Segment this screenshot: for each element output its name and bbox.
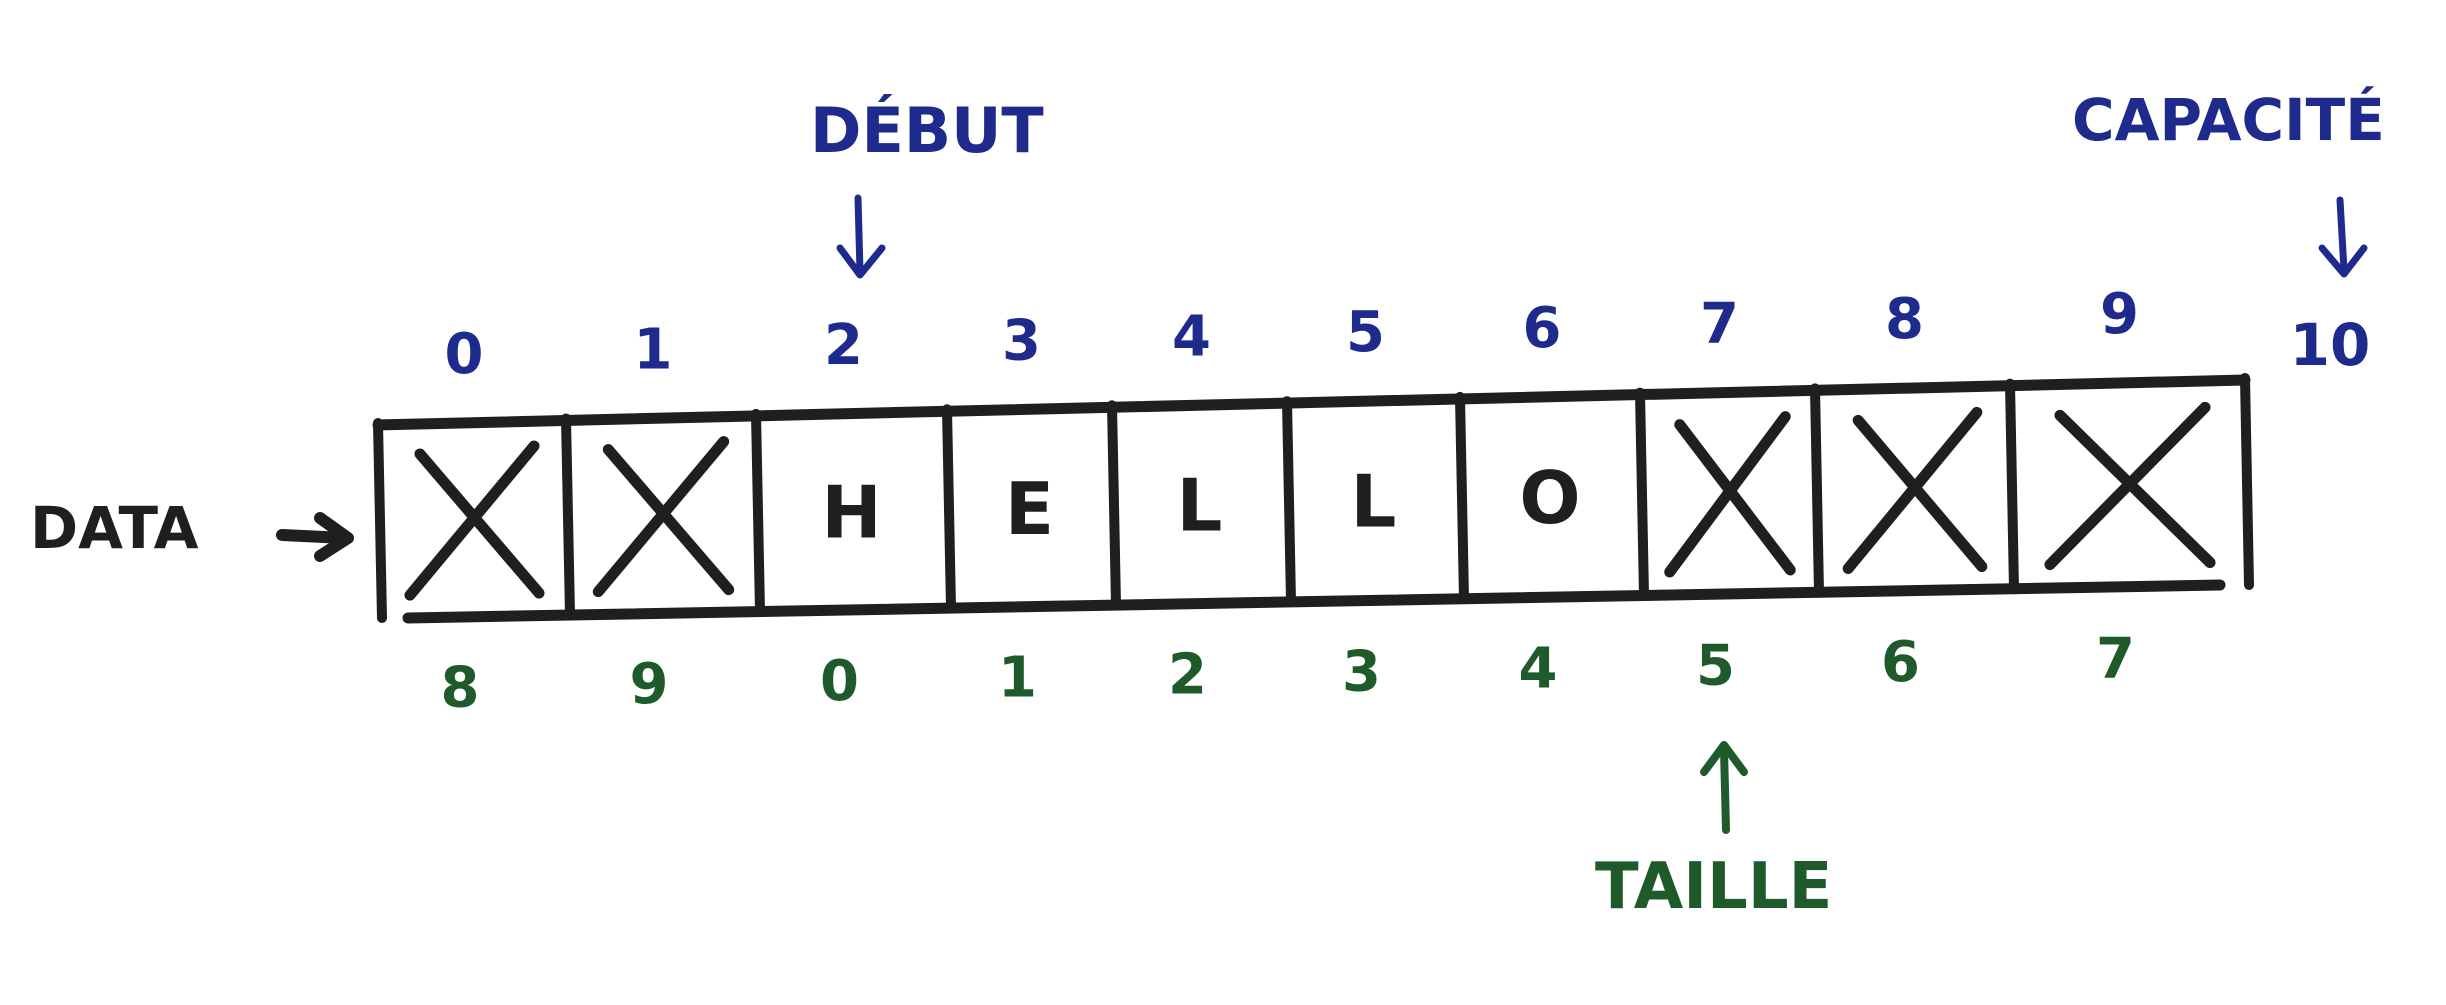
top-index-label: 0 bbox=[445, 322, 484, 387]
bottom-index-label: 8 bbox=[441, 656, 480, 721]
cell-character: H bbox=[821, 471, 881, 555]
empty-cell-cross-icon bbox=[1664, 411, 1796, 578]
debut-label: DÉBUT bbox=[810, 94, 1044, 167]
cell-character: O bbox=[1519, 456, 1580, 540]
bottom-index-label: 3 bbox=[1342, 640, 1381, 705]
cell-divider bbox=[2240, 373, 2254, 590]
cell-divider bbox=[373, 418, 387, 623]
array-bottom-edge bbox=[402, 579, 2226, 624]
top-index-label: 7 bbox=[1700, 292, 1739, 357]
taille-arrow-icon bbox=[1700, 741, 1748, 834]
bottom-index-label: 2 bbox=[1168, 643, 1207, 708]
top-index-label: 9 bbox=[2100, 282, 2139, 347]
cell-character: E bbox=[1005, 467, 1054, 551]
cell-divider bbox=[942, 404, 956, 613]
cell-character: L bbox=[1351, 460, 1397, 544]
data-label: DATA bbox=[30, 494, 199, 562]
taille-label: TAILLE bbox=[1595, 850, 1832, 924]
bottom-index-label: 7 bbox=[2096, 626, 2135, 691]
bottom-index-label: 6 bbox=[1881, 630, 1920, 695]
empty-cell-cross-icon bbox=[1842, 406, 1988, 575]
empty-cell-cross-icon bbox=[404, 440, 545, 601]
cell-divider bbox=[1635, 387, 1649, 601]
capacite-label: CAPACITÉ bbox=[2072, 85, 2385, 154]
debut-arrow-icon bbox=[836, 194, 886, 279]
cell-divider bbox=[751, 408, 765, 617]
array-top-edge bbox=[372, 374, 2251, 431]
bottom-index-label: 4 bbox=[1519, 636, 1558, 701]
empty-cell-cross-icon bbox=[592, 436, 735, 598]
top-index-label: 2 bbox=[824, 313, 863, 378]
cell-divider bbox=[561, 413, 575, 620]
top-index-label: 5 bbox=[1346, 300, 1385, 365]
top-index-row: 0 1 2 3 4 5 6 7 8 9 bbox=[445, 282, 2139, 387]
cell-divider bbox=[1282, 396, 1296, 607]
cell-divider bbox=[2005, 378, 2019, 595]
data-arrow-icon bbox=[276, 512, 354, 562]
capacity-index: 10 bbox=[2290, 311, 2371, 379]
top-index-label: 3 bbox=[1002, 308, 1041, 373]
bottom-index-label: 5 bbox=[1696, 633, 1735, 698]
empty-cell-cross-icon bbox=[2044, 401, 2216, 571]
top-index-label: 1 bbox=[634, 317, 673, 382]
bottom-index-label: 0 bbox=[820, 649, 859, 714]
top-index-label: 6 bbox=[1523, 296, 1562, 361]
top-index-label: 8 bbox=[1885, 287, 1924, 352]
cell-character: L bbox=[1177, 463, 1223, 547]
cell-divider bbox=[1810, 383, 1824, 598]
bottom-index-label: 9 bbox=[630, 652, 669, 717]
cell-divider bbox=[1107, 400, 1121, 611]
bottom-index-label: 1 bbox=[998, 646, 1037, 711]
cell-divider bbox=[1455, 391, 1469, 604]
capacite-arrow-icon bbox=[2318, 196, 2368, 278]
bottom-index-row: 8 9 0 1 2 3 4 5 6 7 bbox=[441, 626, 2135, 720]
top-index-label: 4 bbox=[1172, 304, 1211, 369]
